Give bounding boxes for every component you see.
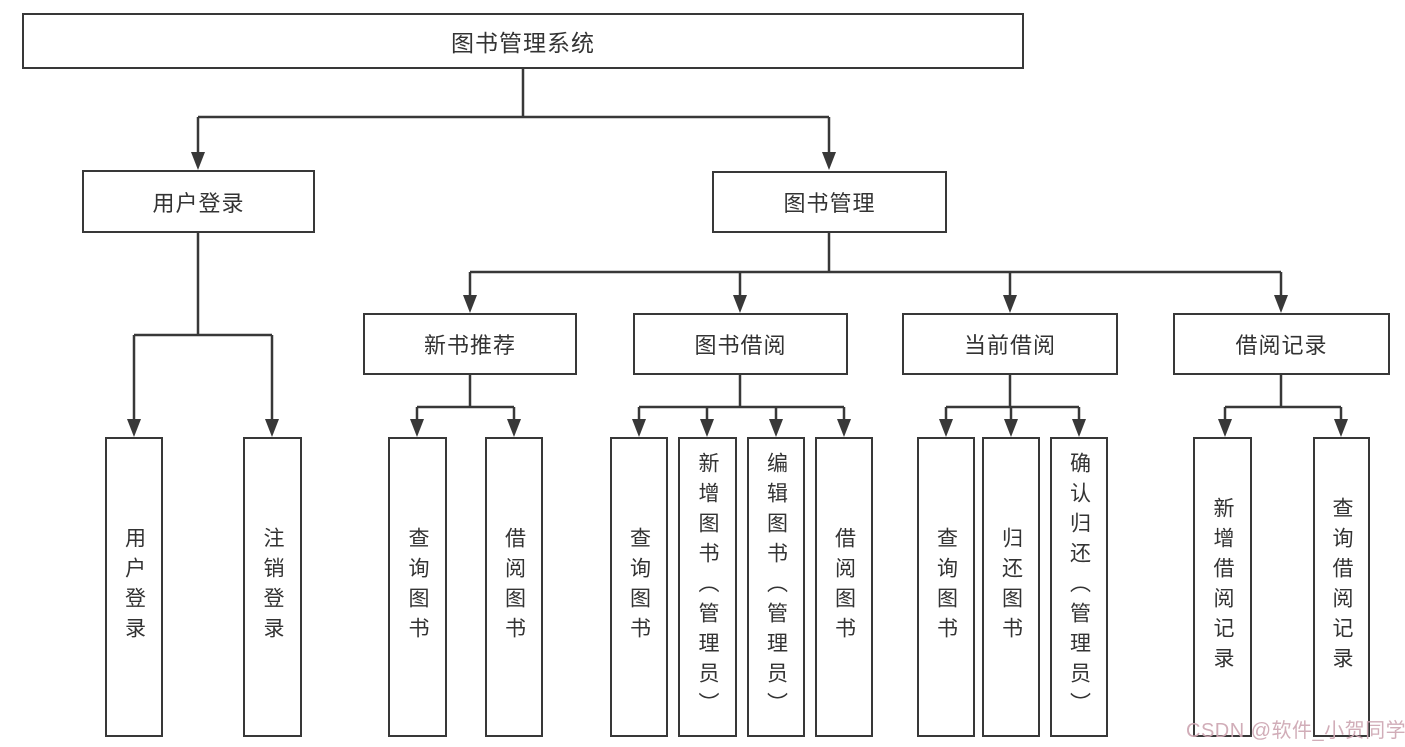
leaf-borrow-borrow-books: 借阅图书 — [815, 437, 873, 737]
node-current-borrow: 当前借阅 — [902, 313, 1118, 375]
leaf-records-add-record: 新增借阅记录 — [1193, 437, 1252, 737]
node-library-management-system: 图书管理系统 — [22, 13, 1024, 69]
csdn-watermark: CSDN @软件_小贺同学 — [1186, 720, 1405, 742]
leaf-borrow-edit-books-admin: 编辑图书（管理员） — [747, 437, 805, 737]
node-book-borrow: 图书借阅 — [633, 313, 848, 375]
arrowheads — [127, 152, 1348, 437]
leaf-current-confirm-return-admin: 确认归还（管理员） — [1050, 437, 1108, 737]
leaf-newbook-query-books: 查询图书 — [388, 437, 447, 737]
leaf-logout: 注销登录 — [243, 437, 302, 737]
node-user-login: 用户登录 — [82, 170, 315, 233]
node-book-management: 图书管理 — [712, 171, 947, 233]
node-borrow-records: 借阅记录 — [1173, 313, 1390, 375]
leaf-borrow-query-books: 查询图书 — [610, 437, 668, 737]
node-new-book-recommend: 新书推荐 — [363, 313, 577, 375]
leaf-newbook-borrow-books: 借阅图书 — [485, 437, 543, 737]
leaf-current-return-books: 归还图书 — [982, 437, 1040, 737]
leaf-records-query-record: 查询借阅记录 — [1313, 437, 1370, 737]
leaf-current-query-books: 查询图书 — [917, 437, 975, 737]
leaf-borrow-add-books-admin: 新增图书（管理员） — [678, 437, 737, 737]
leaf-user-login: 用户登录 — [105, 437, 163, 737]
